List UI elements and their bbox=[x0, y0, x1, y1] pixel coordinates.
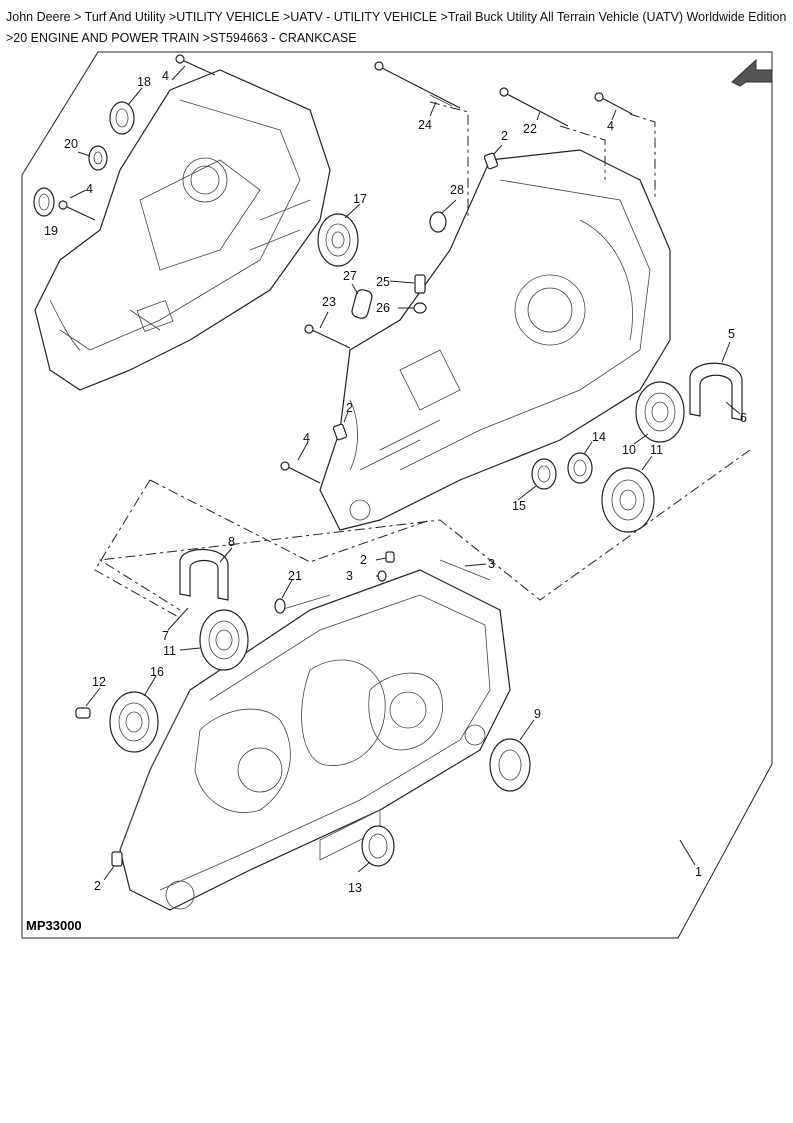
callout-25: 25 bbox=[376, 275, 390, 289]
seal-20 bbox=[88, 145, 108, 171]
callout-23: 23 bbox=[322, 295, 336, 309]
dashline-d bbox=[98, 449, 751, 611]
callout-4-a: 4 bbox=[162, 69, 169, 83]
callout-13: 13 bbox=[348, 881, 362, 895]
seal-9 bbox=[489, 738, 531, 792]
seal-18 bbox=[109, 101, 135, 135]
callout-6: 6 bbox=[740, 411, 747, 425]
callout-1: 1 bbox=[695, 865, 702, 879]
callout-3-b: 3 bbox=[346, 569, 353, 583]
seal-27 bbox=[351, 289, 373, 319]
callout-2-d: 2 bbox=[94, 879, 101, 893]
left-crankcase-half bbox=[34, 69, 331, 391]
bearing-14 bbox=[567, 452, 593, 484]
callout-26: 26 bbox=[376, 301, 390, 315]
callout-8: 8 bbox=[228, 535, 235, 549]
bolt-4-a bbox=[175, 54, 216, 76]
callout-20: 20 bbox=[64, 137, 78, 151]
bearing-10 bbox=[635, 381, 685, 443]
bearing-17 bbox=[317, 213, 359, 267]
callout-17: 17 bbox=[353, 192, 367, 206]
dashline-a bbox=[429, 101, 469, 220]
bearing-11-a bbox=[601, 467, 655, 533]
bolt-4-d bbox=[280, 461, 321, 484]
breadcrumb: John Deere > Turf And Utility >UTILITY V… bbox=[6, 10, 787, 45]
diagram-code: MP33000 bbox=[26, 918, 82, 933]
washer-26 bbox=[413, 302, 427, 314]
bolt-4-b bbox=[58, 200, 96, 221]
callout-2-c: 2 bbox=[360, 553, 367, 567]
bolt-4-c bbox=[594, 92, 633, 115]
right-crankcase-half bbox=[319, 149, 671, 531]
crankcase-parts-diagram: 18 4 20 4 19 17 24 2 22 4 28 27 25 23 26… bbox=[20, 50, 774, 940]
callout-22: 22 bbox=[523, 122, 537, 136]
callout-2-a: 2 bbox=[501, 129, 508, 143]
callout-3-a: 3 bbox=[488, 557, 495, 571]
callout-19: 19 bbox=[44, 224, 58, 238]
bearing-shell-8 bbox=[179, 548, 229, 601]
bolt-23 bbox=[304, 324, 351, 349]
callout-12: 12 bbox=[92, 675, 106, 689]
callout-10: 10 bbox=[622, 443, 636, 457]
oring-28 bbox=[429, 211, 447, 233]
callout-4-c: 4 bbox=[607, 119, 614, 133]
callout-15: 15 bbox=[512, 499, 526, 513]
callout-18: 18 bbox=[137, 75, 151, 89]
callout-5: 5 bbox=[728, 327, 735, 341]
bearing-shell-5 bbox=[689, 362, 743, 421]
seal-13 bbox=[361, 825, 395, 867]
callout-16: 16 bbox=[150, 665, 164, 679]
bearing-16 bbox=[109, 691, 159, 753]
dashline-e bbox=[94, 479, 181, 619]
leader-lines bbox=[69, 65, 741, 881]
callout-11-a: 11 bbox=[650, 443, 663, 457]
seal-15 bbox=[531, 458, 557, 490]
oring-3 bbox=[377, 570, 387, 582]
back-arrow-icon[interactable] bbox=[731, 58, 773, 87]
dowel-2-c bbox=[385, 551, 395, 563]
bolt-22 bbox=[499, 87, 569, 127]
dowel-2-d bbox=[111, 851, 123, 867]
callout-4-b: 4 bbox=[86, 182, 93, 196]
callouts: 18 4 20 4 19 17 24 2 22 4 28 27 25 23 26… bbox=[44, 69, 747, 895]
callout-4-d: 4 bbox=[303, 431, 310, 445]
callout-11-b: 11 bbox=[163, 644, 176, 658]
bearing-19 bbox=[33, 187, 55, 217]
callout-28: 28 bbox=[450, 183, 464, 197]
callout-14: 14 bbox=[592, 430, 606, 444]
diagram-frame bbox=[21, 51, 773, 939]
bolt-24 bbox=[374, 61, 461, 109]
callout-9: 9 bbox=[534, 707, 541, 721]
bearing-11-b bbox=[199, 609, 249, 671]
callout-2-b: 2 bbox=[346, 401, 353, 415]
callout-7: 7 bbox=[162, 629, 169, 643]
callout-27: 27 bbox=[343, 269, 357, 283]
oring-21 bbox=[274, 598, 286, 614]
plug-25 bbox=[414, 274, 426, 294]
plug-12 bbox=[75, 707, 91, 719]
dashline-c bbox=[629, 113, 656, 200]
callout-24: 24 bbox=[418, 118, 432, 132]
callout-21: 21 bbox=[288, 569, 302, 583]
dowel-2-b bbox=[332, 423, 348, 441]
lower-crankcase bbox=[119, 559, 511, 911]
dashline-b bbox=[559, 125, 606, 180]
dowel-2-a bbox=[483, 152, 499, 170]
